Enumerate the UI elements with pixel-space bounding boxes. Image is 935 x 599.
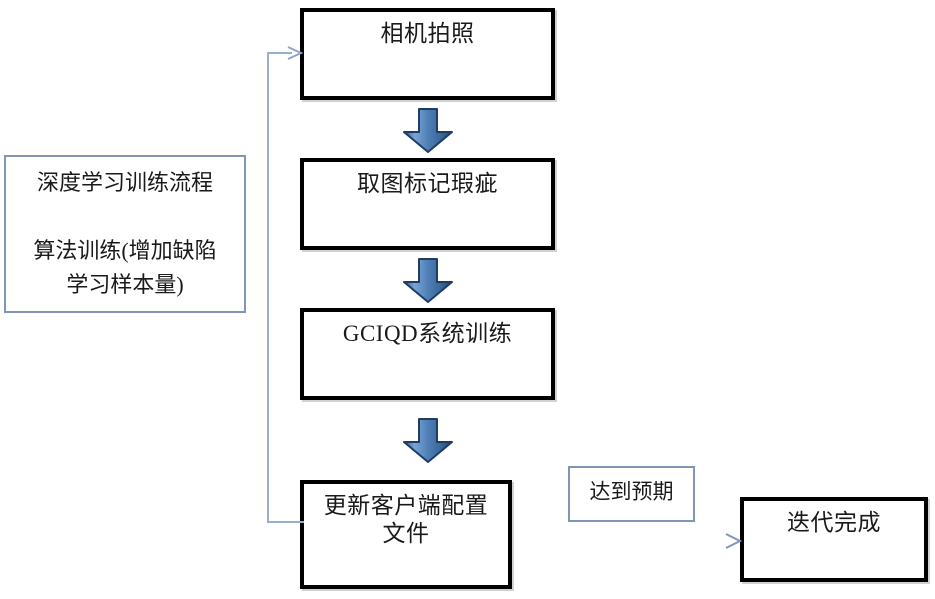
process-box-mark-defects-text: 取图标记瑕疵 <box>357 171 498 196</box>
connector-feedback-loop-to-camera <box>260 40 320 540</box>
process-box-mark-defects[interactable]: 取图标记瑕疵 <box>300 158 555 250</box>
process-box-update-client-config-text: 更新客户端配置 文件 <box>323 493 489 547</box>
process-box-update-client-config[interactable]: 更新客户端配置 文件 <box>300 480 512 589</box>
process-box-gciqd-training-text: GCIQD系统训练 <box>342 321 513 346</box>
block-arrow-training-to-update <box>398 418 458 463</box>
note-box-training-process: 深度学习训练流程 算法训练(增加缺陷 学习样本量) <box>4 155 246 313</box>
process-box-camera-capture[interactable]: 相机拍照 <box>300 8 555 100</box>
process-box-iteration-complete[interactable]: 迭代完成 <box>740 497 928 582</box>
note-box-expectation-label-text: 达到预期 <box>589 479 674 504</box>
block-arrow-mark-to-training <box>398 258 458 303</box>
note-box-expectation-label: 达到预期 <box>568 466 695 522</box>
process-box-gciqd-training[interactable]: GCIQD系统训练 <box>300 308 555 400</box>
process-box-camera-capture-text: 相机拍照 <box>380 21 475 46</box>
connector-update-to-complete <box>510 528 750 558</box>
process-box-iteration-complete-text: 迭代完成 <box>787 510 881 535</box>
block-arrow-capture-to-mark <box>398 108 458 153</box>
note-box-training-process-text: 深度学习训练流程 算法训练(增加缺陷 学习样本量) <box>33 169 217 298</box>
